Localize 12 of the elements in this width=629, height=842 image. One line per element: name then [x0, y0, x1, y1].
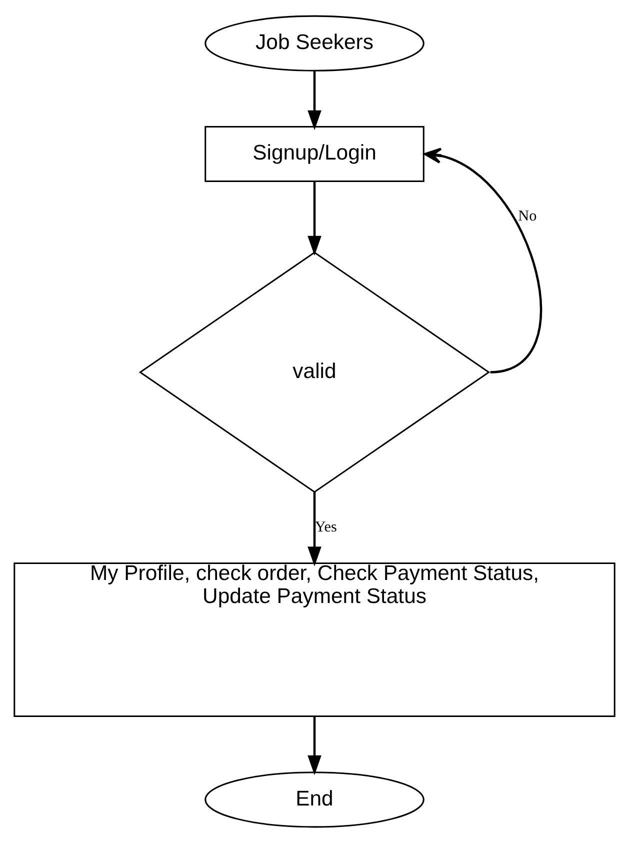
arrow: [424, 147, 542, 373]
arrow: [308, 716, 322, 775]
arrow: [308, 180, 322, 256]
node-ellipse: Job Seekers: [204, 14, 424, 71]
edge-label: Yes: [314, 518, 337, 535]
arrow: [308, 492, 322, 566]
edge-label: No: [518, 207, 537, 224]
node-diamond: valid: [138, 251, 490, 492]
node-ellipse: End: [204, 771, 424, 828]
node-box: Signup/Login: [204, 125, 424, 182]
arrow: [308, 70, 322, 130]
node-box: My Profile, check order, Check Payment Status, Update Payment Status: [14, 562, 616, 717]
